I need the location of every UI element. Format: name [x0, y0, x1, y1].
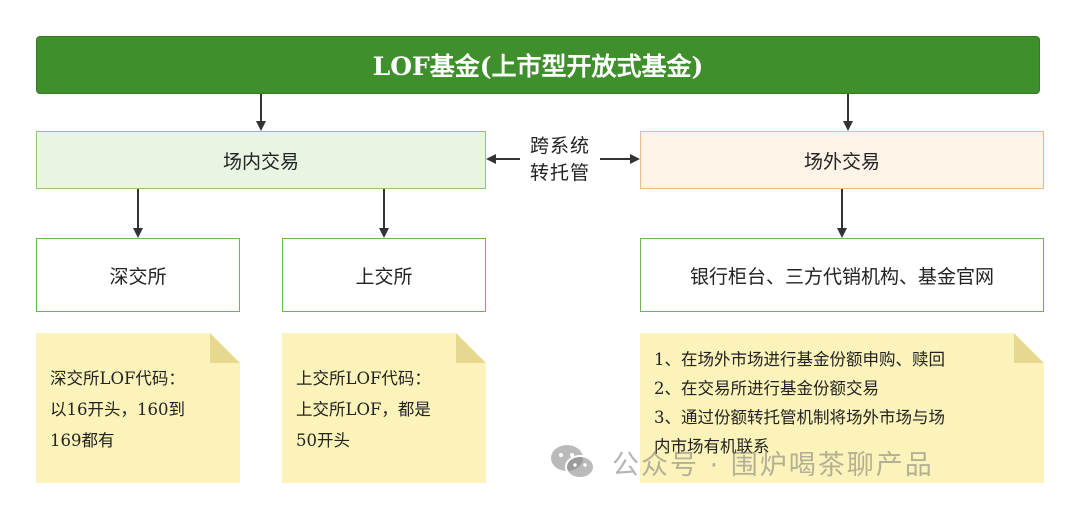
szse-code-note: 深交所LOF代码： 以16开头，160到 169都有: [36, 333, 240, 483]
off-exchange-label: 场外交易: [803, 150, 880, 173]
on-exchange-label: 场内交易: [222, 150, 299, 173]
note-line: 1、在场外市场进行基金份额申购、赎回: [654, 350, 945, 369]
sse-label: 上交所: [355, 265, 413, 288]
note-line: 2、在交易所进行基金份额交易: [654, 379, 879, 398]
szse-label: 深交所: [109, 265, 167, 288]
connector-line-1: 跨系统: [529, 135, 590, 157]
note-line: 50开头: [296, 431, 350, 450]
connector-line-2: 转托管: [529, 162, 590, 184]
lof-title-box: LOF基金(上市型开放式基金): [36, 36, 1040, 94]
lof-title: LOF基金(上市型开放式基金): [372, 52, 704, 81]
watermark-text: 公众号 · 围炉喝茶聊产品: [612, 449, 934, 481]
note-line: 3、通过份额转托管机制将场外市场与场: [654, 408, 945, 427]
note-line: 内市场有机联系: [654, 437, 770, 456]
note-line: 上交所LOF，都是: [296, 400, 431, 419]
on-exchange-box: 场内交易: [36, 131, 486, 189]
sse-code-note: 上交所LOF代码： 上交所LOF，都是 50开头: [282, 333, 486, 483]
off-exchange-box: 场外交易: [640, 131, 1044, 189]
otc-feature-note: 1、在场外市场进行基金份额申购、赎回 2、在交易所进行基金份额交易 3、通过份额…: [640, 333, 1044, 483]
watermark: 公众号 · 围炉喝茶聊产品: [548, 440, 934, 484]
wechat-icon: [551, 445, 595, 479]
sales-channels-box: 银行柜台、三方代销机构、基金官网: [640, 238, 1044, 312]
sse-box: 上交所: [282, 238, 486, 312]
note-line: 上交所LOF代码：: [296, 369, 431, 388]
szse-box: 深交所: [36, 238, 240, 312]
note-line: 深交所LOF代码：: [50, 369, 185, 388]
note-line: 169都有: [50, 431, 115, 450]
cross-system-transfer-label: 跨系统 转托管: [520, 133, 600, 187]
sales-channels-label: 银行柜台、三方代销机构、基金官网: [689, 265, 994, 288]
note-line: 以16开头，160到: [50, 400, 185, 419]
